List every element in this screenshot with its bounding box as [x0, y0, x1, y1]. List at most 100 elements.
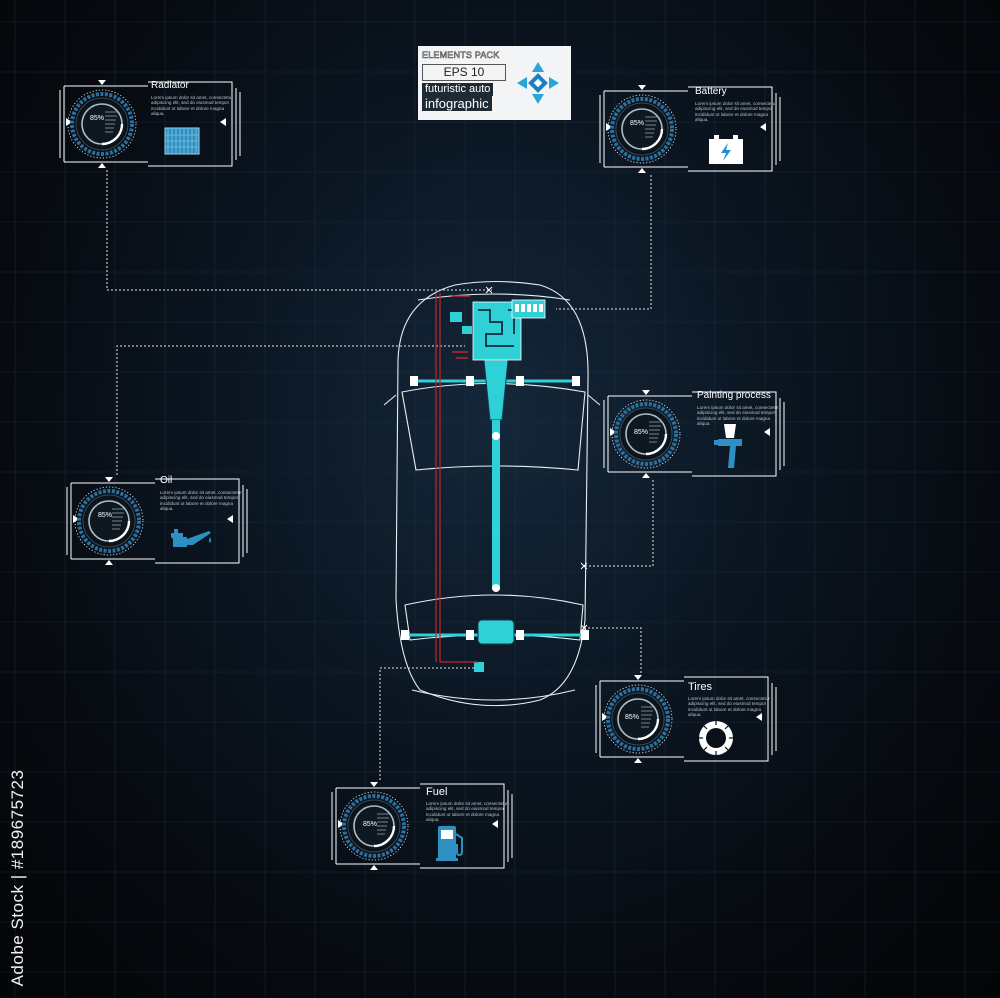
frame-right-box: [420, 783, 505, 869]
panel-oil[interactable]: 85% Oil Lorem ipsum dolor sit amet, cons…: [63, 475, 249, 567]
frame-right-box: [692, 391, 777, 477]
panel-title: Oil: [160, 475, 173, 486]
frame-arrow-bottom: [634, 758, 642, 763]
gauge-highlight-arc: [108, 520, 131, 543]
frame-right-bracket: [779, 398, 785, 470]
badge-title: infographic: [422, 96, 492, 111]
gearbox: [483, 359, 509, 421]
panel-frame: [59, 80, 241, 168]
connector-cross-mark: [485, 286, 493, 294]
frame-left-bracket: [59, 86, 65, 162]
panel-title: Radiator: [151, 80, 189, 91]
fluid-reservoir: [462, 326, 472, 334]
frame-edge: [608, 395, 692, 473]
frame-right-box: [688, 86, 773, 172]
gauge-blue-ring: [610, 97, 674, 161]
frame-arrow-bottom: [638, 168, 646, 173]
car-windshield: [401, 382, 586, 471]
frame-arrow-right: [492, 820, 498, 828]
panel-radiator[interactable]: 85% Radiator Lorem ipsum dolor sit amet,…: [56, 78, 242, 170]
battery-cell: [539, 304, 543, 312]
frame-right-bracket: [507, 790, 513, 862]
connector-lines: [106, 170, 654, 780]
wheel-hub: [516, 376, 524, 386]
frame-arrow-left: [73, 515, 79, 523]
frame-edge: [71, 482, 155, 560]
watermark-text: Adobe Stock | #189675723: [8, 769, 27, 987]
battery-cell: [521, 304, 525, 312]
panel-fuel[interactable]: 85% Fuel Lorem ipsum dolor sit amet, con…: [328, 780, 514, 872]
panel-painting-process[interactable]: 85% Painting process Lorem ipsum dolor s…: [600, 388, 786, 480]
frame-right-bracket: [235, 88, 241, 160]
frame-arrow-left: [338, 820, 344, 828]
frame-arrow-top: [642, 390, 650, 395]
frame-left-bracket: [599, 91, 605, 167]
wheel-hub: [410, 376, 418, 386]
gauge-percent: 85%: [634, 429, 649, 436]
rear-differential: [477, 619, 515, 645]
gauge-tick-ring: [611, 399, 681, 469]
panel-description: Lorem ipsum dolor sit amet, consectetur …: [151, 95, 233, 117]
frame-right-box: [684, 676, 769, 762]
car-hood-line: [417, 293, 571, 301]
coolant-reservoir: [450, 312, 462, 322]
frame-left-bracket: [595, 681, 601, 757]
panel-tires[interactable]: 85% Tires Lorem ipsum dolor sit amet, co…: [592, 673, 778, 765]
gauge-tick-ring: [607, 94, 677, 164]
frame-arrow-left: [602, 713, 608, 721]
frame-arrow-bottom: [105, 560, 113, 565]
oil-can-icon: [171, 529, 211, 547]
gauge-blue-ring: [342, 794, 406, 858]
frame-arrow-right: [760, 123, 766, 131]
wire-harness: [435, 293, 478, 663]
gauge-percent: 85%: [98, 512, 113, 519]
car-wireframe: [383, 280, 601, 707]
badge-subtitle: futuristic auto: [422, 83, 494, 96]
gauge-highlight-arc: [645, 433, 668, 456]
frame-left-bracket: [66, 483, 72, 559]
panel-frame: [66, 477, 248, 565]
gauge-tick-ring: [67, 89, 137, 159]
panel-description: Lorem ipsum dolor sit amet, consectetur …: [695, 101, 777, 123]
frame-edge: [64, 85, 148, 163]
gauge-tick-ring: [74, 486, 144, 556]
eps-badge: ELEMENTS PACK EPS 10 futuristic auto inf…: [418, 46, 571, 120]
frame-edge: [600, 680, 684, 758]
gauge-percent: 85%: [625, 714, 640, 721]
frame-arrow-top: [634, 675, 642, 680]
car-side-mirrors: [383, 394, 601, 406]
drive-shaft: [492, 420, 500, 590]
frame-arrow-top: [638, 85, 646, 90]
panel-title: Battery: [695, 86, 727, 97]
frame-arrow-right: [756, 713, 762, 721]
battery-cell: [515, 304, 519, 312]
panel-battery[interactable]: 85% Battery Lorem ipsum dolor sit amet, …: [596, 83, 782, 175]
stock-watermark: Adobe Stock | #189675723: [6, 764, 30, 996]
gauge-tick-ring: [339, 791, 409, 861]
panel-description: Lorem ipsum dolor sit amet, consectetur …: [160, 490, 242, 512]
wheel-hub: [581, 630, 589, 640]
badge-eps-label: EPS 10: [422, 64, 506, 81]
gauge-tick-ring: [603, 684, 673, 754]
frame-arrow-left: [66, 118, 72, 126]
frame-right-bracket: [242, 485, 248, 557]
wheel-hub: [516, 630, 524, 640]
panel-title: Tires: [688, 681, 713, 693]
connector-oil: [116, 345, 465, 475]
spray-gun-icon: [714, 424, 742, 468]
wheel-hub: [572, 376, 580, 386]
battery-icon: [709, 135, 743, 164]
car-body-outline: [395, 280, 589, 707]
frame-arrow-bottom: [370, 865, 378, 870]
gauge-highlight-arc: [641, 128, 664, 151]
radiator-icon: [164, 127, 200, 155]
frame-right-bracket: [775, 93, 781, 165]
frame-right-bracket: [771, 683, 777, 755]
gauge-percent: 85%: [90, 115, 105, 122]
panel-frame: [331, 782, 513, 870]
wire-connector: [452, 295, 470, 359]
frame-arrow-left: [610, 428, 616, 436]
